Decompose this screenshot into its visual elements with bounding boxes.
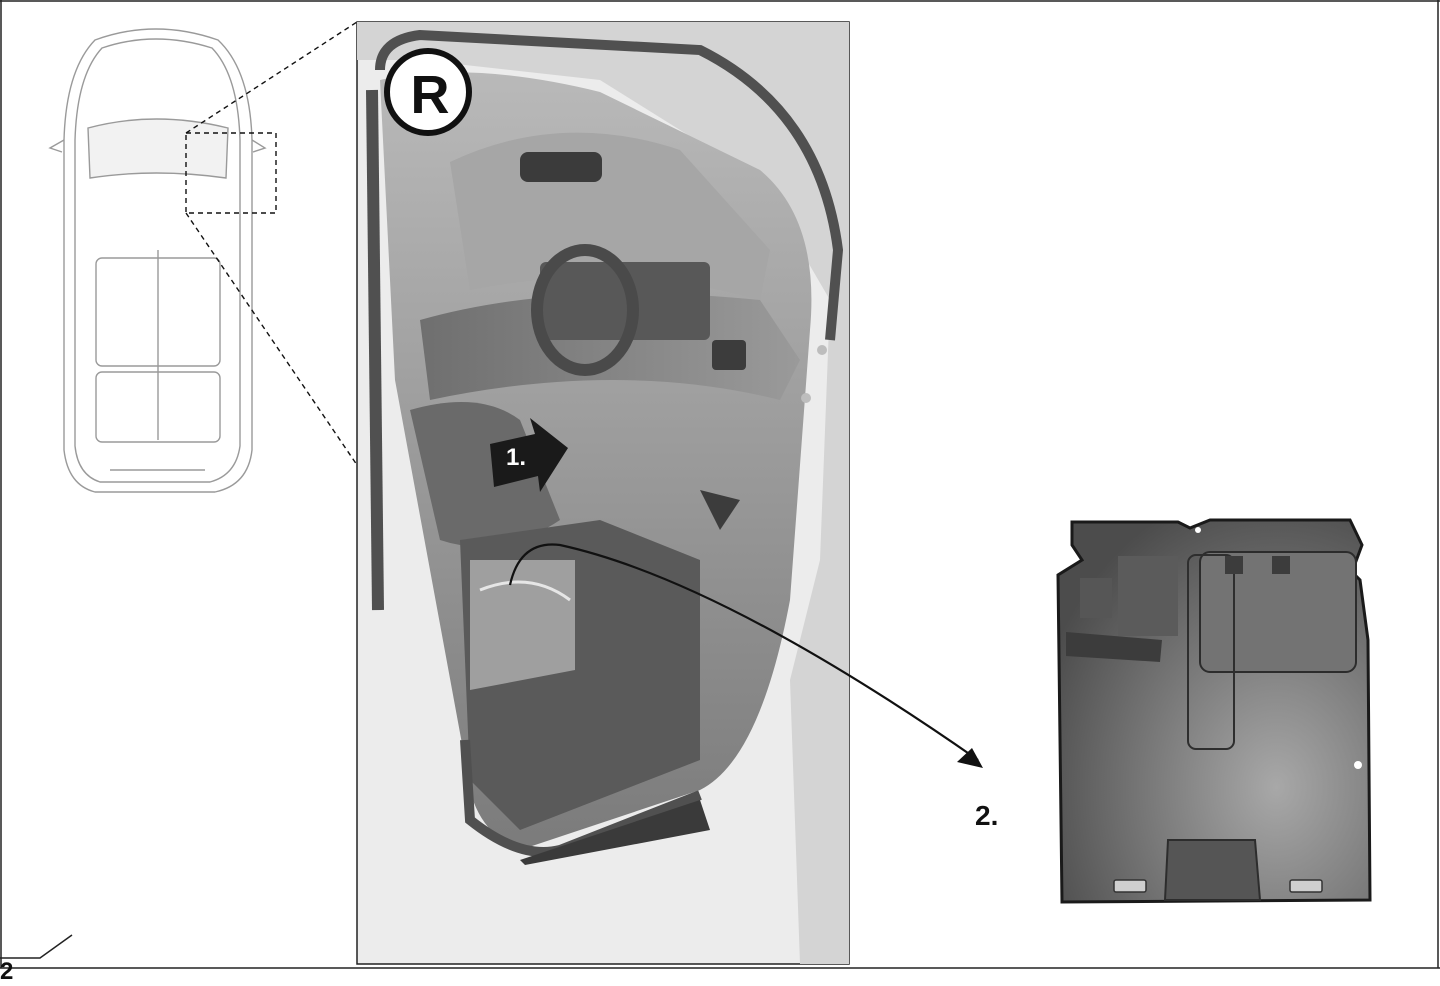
step1-arrow: [490, 418, 568, 492]
step2-label: 2.: [975, 800, 999, 831]
side-badge: [384, 48, 472, 136]
floor-cover-panel-illustration: [1056, 518, 1372, 904]
step2-leader: [508, 543, 983, 768]
side-badge-letter: R: [410, 65, 450, 125]
door-interior-illustration: [356, 21, 850, 965]
zoom-indicator: [185, 21, 358, 466]
step1-label: 1.: [506, 444, 527, 471]
page-number: 2: [0, 958, 14, 985]
car-top-view-icon: [48, 28, 267, 493]
